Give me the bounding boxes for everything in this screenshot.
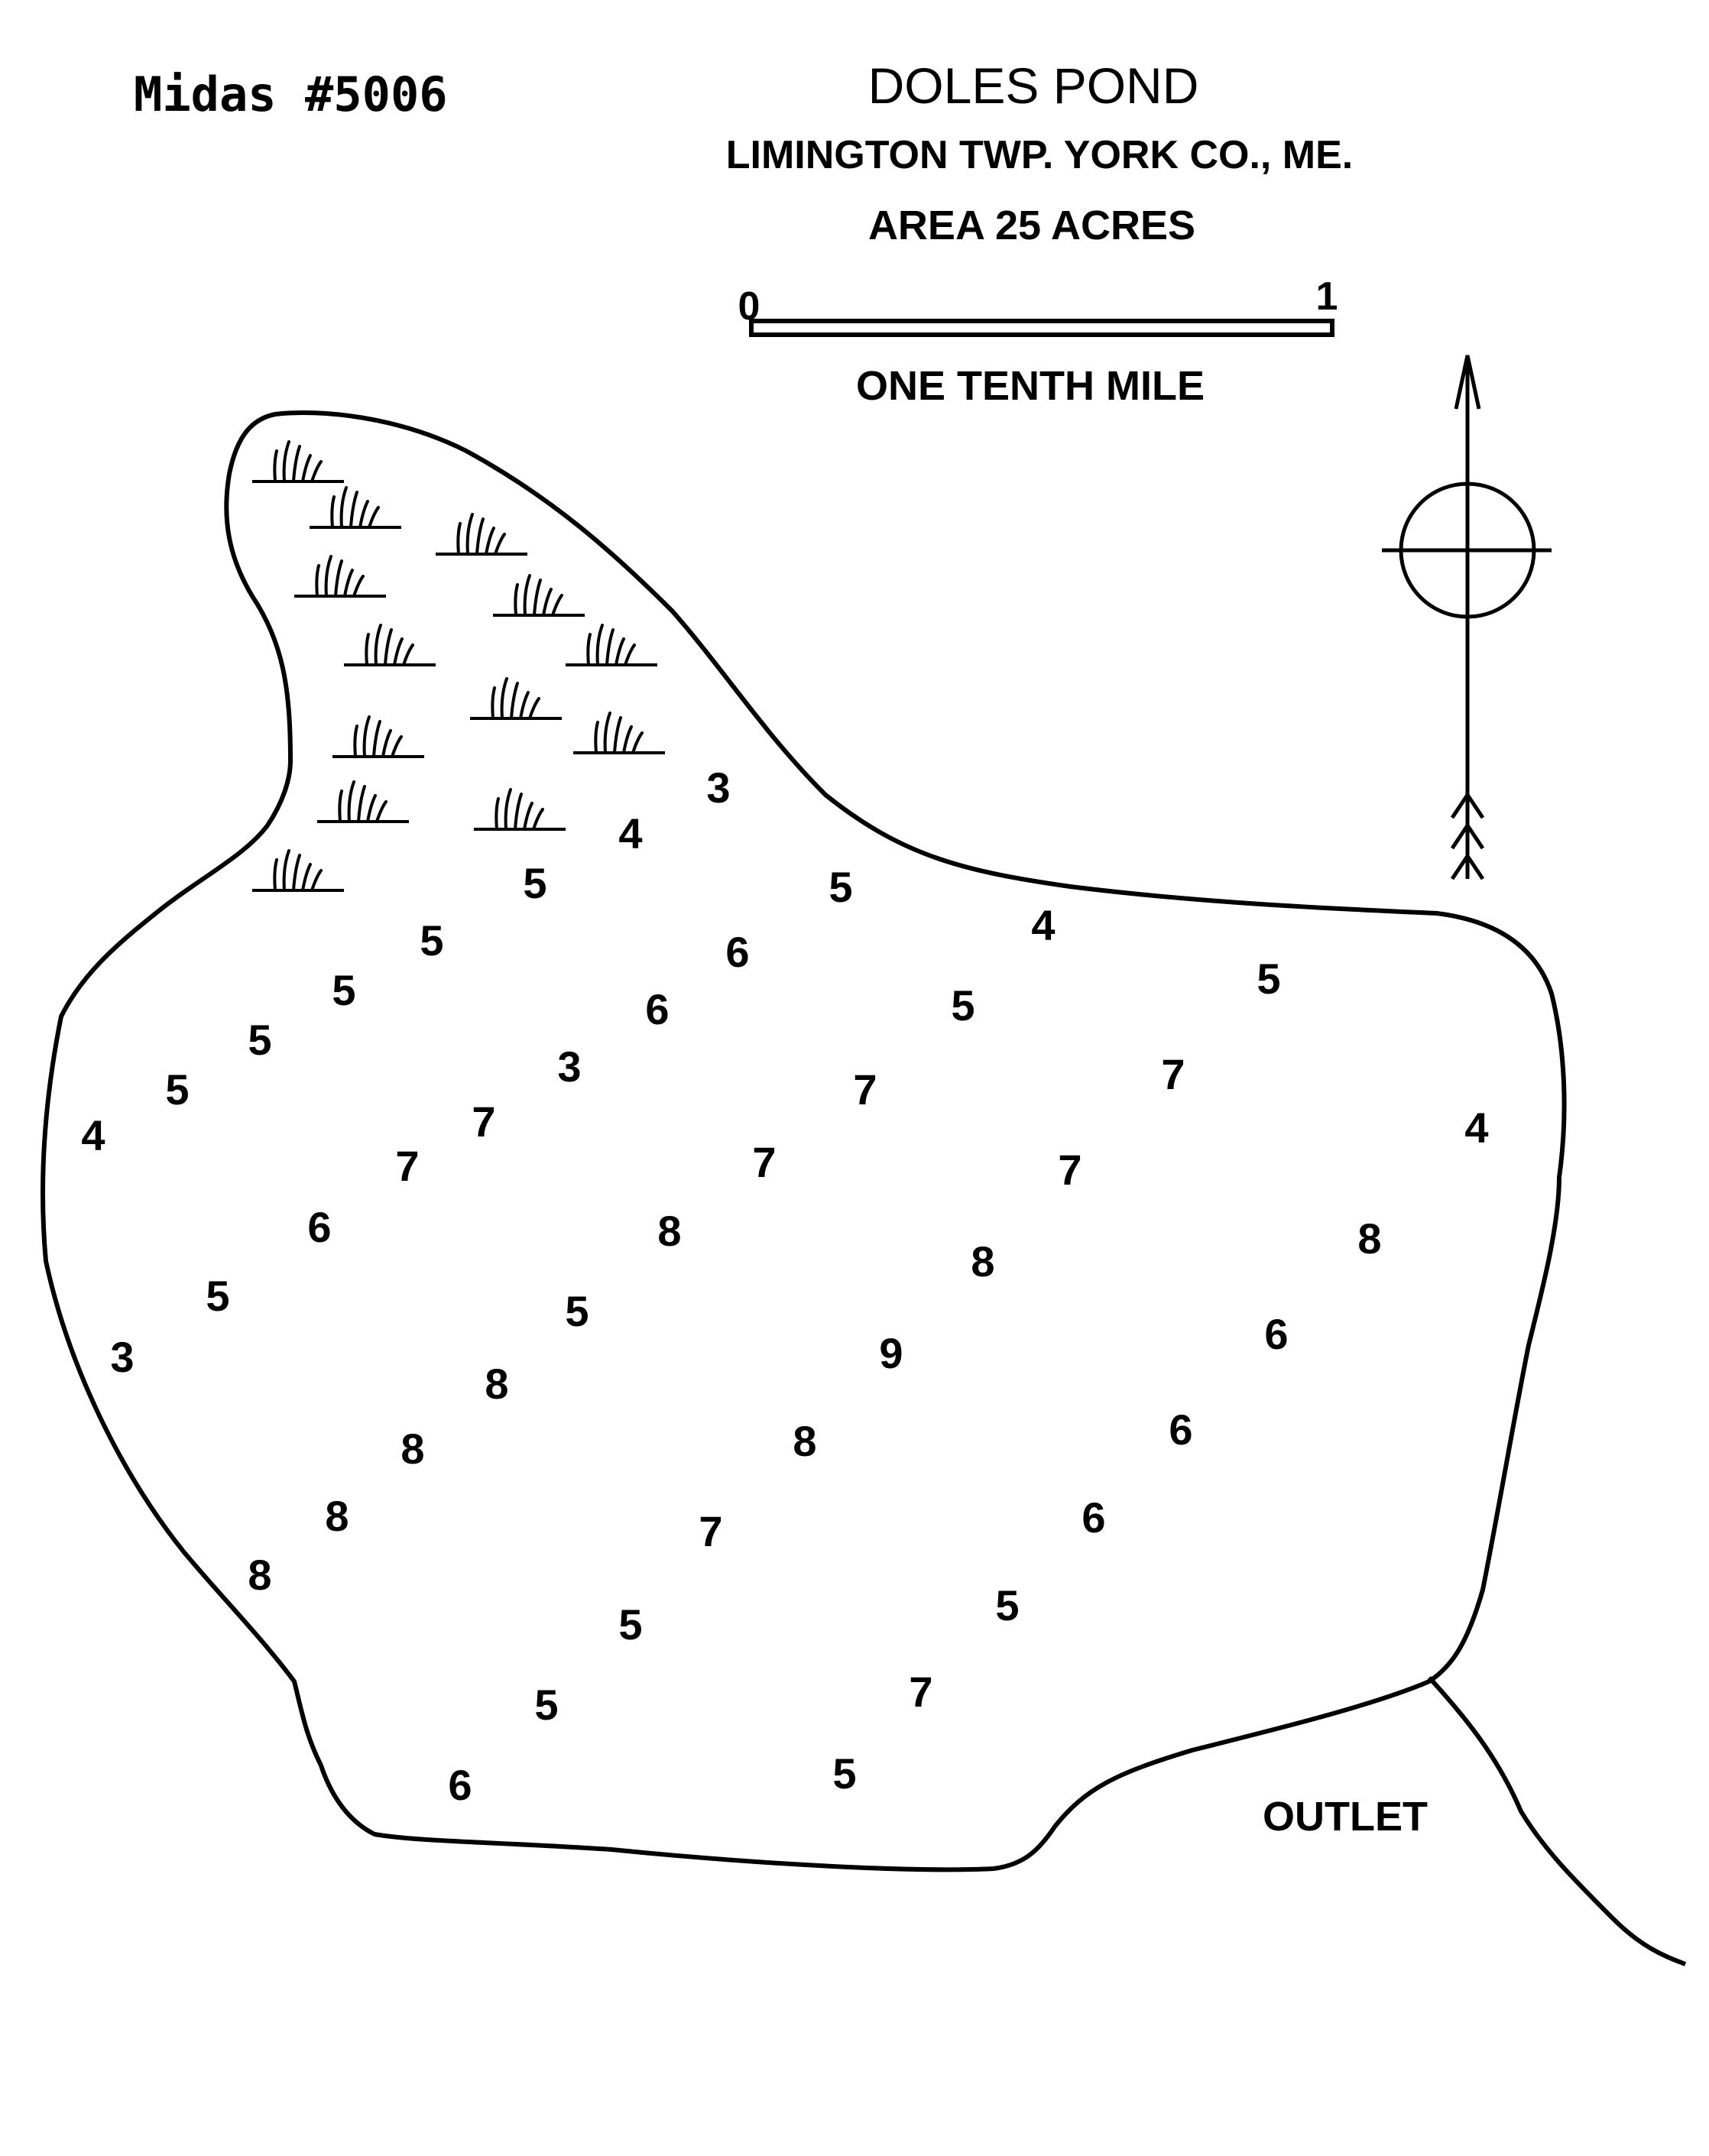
depth-sounding: 4 (81, 1111, 105, 1159)
depth-sounding: 8 (657, 1207, 681, 1255)
depth-sounding: 7 (1058, 1146, 1082, 1194)
scale-unit-label: ONE TENTH MILE (856, 363, 1205, 409)
depth-sounding: 7 (853, 1065, 877, 1114)
depth-sounding: 7 (472, 1097, 495, 1146)
depth-sounding: 5 (565, 1287, 589, 1335)
pond-title: DOLES POND (868, 57, 1199, 114)
depth-sounding: 3 (706, 764, 730, 812)
depth-sounding: 5 (1257, 955, 1280, 1003)
depth-sounding: 7 (699, 1507, 722, 1555)
depth-sounding: 4 (1031, 901, 1055, 949)
midas-id-label: Midas #5006 (134, 66, 448, 122)
depth-sounding: 8 (971, 1237, 994, 1285)
depth-sounding: 6 (1264, 1310, 1288, 1358)
depth-sounding: 5 (995, 1581, 1019, 1629)
north-arrow-icon (1382, 355, 1552, 880)
depth-sounding: 5 (332, 966, 355, 1014)
depth-sounding: 5 (420, 916, 443, 965)
depth-soundings: 3 4 5 5 4 5 5 6 5 5 6 5 5 4 3 7 7 7 7 7 7 8 4 6 8 8 5 5 3 8 9 6 8 8 6 8 7 6 8 5… (81, 764, 1488, 1809)
depth-sounding: 9 (879, 1329, 903, 1377)
depth-sounding: 6 (448, 1761, 472, 1809)
depth-sounding: 5 (248, 1016, 271, 1064)
marsh-grass-icon (251, 440, 666, 892)
depth-sounding: 6 (1169, 1405, 1192, 1454)
depth-sounding: 7 (395, 1142, 419, 1190)
depth-sounding: 6 (1082, 1493, 1105, 1542)
depth-sounding: 8 (248, 1551, 271, 1599)
depth-sounding: 5 (523, 859, 546, 907)
depth-sounding: 8 (325, 1492, 349, 1540)
depth-sounding: 5 (832, 1749, 856, 1798)
pond-shoreline (41, 410, 1567, 1872)
depth-sounding: 7 (752, 1138, 776, 1186)
depth-sounding: 8 (400, 1425, 424, 1473)
depth-sounding: 7 (1161, 1050, 1185, 1098)
depth-sounding: 8 (1357, 1214, 1381, 1263)
depth-sounding: 8 (793, 1417, 816, 1465)
depth-sounding: 8 (485, 1360, 508, 1408)
depth-sounding: 5 (534, 1681, 558, 1729)
depth-sounding: 6 (725, 928, 749, 976)
depth-sounding: 7 (909, 1668, 932, 1716)
outlet-stream (1427, 1675, 1687, 1966)
depth-sounding: 3 (110, 1333, 134, 1381)
depth-sounding: 4 (618, 809, 642, 858)
outlet-label: OUTLET (1263, 1794, 1428, 1840)
scale-bar: 0 1 ONE TENTH MILE (738, 274, 1338, 409)
depth-sounding: 5 (206, 1272, 229, 1320)
scale-end-label: 1 (1316, 274, 1338, 319)
depth-sounding: 4 (1464, 1104, 1488, 1152)
depth-sounding: 5 (829, 863, 852, 911)
depth-sounding: 6 (307, 1203, 331, 1251)
depth-sounding: 3 (557, 1042, 581, 1091)
depth-sounding: 6 (645, 985, 669, 1033)
scale-bar-rect (749, 319, 1334, 337)
pond-location: LIMINGTON TWP. YORK CO., ME. (726, 133, 1354, 177)
depth-sounding: 5 (618, 1600, 642, 1649)
depth-sounding: 5 (165, 1065, 189, 1114)
depth-sounding: 5 (951, 981, 974, 1029)
pond-area: AREA 25 ACRES (868, 203, 1195, 248)
